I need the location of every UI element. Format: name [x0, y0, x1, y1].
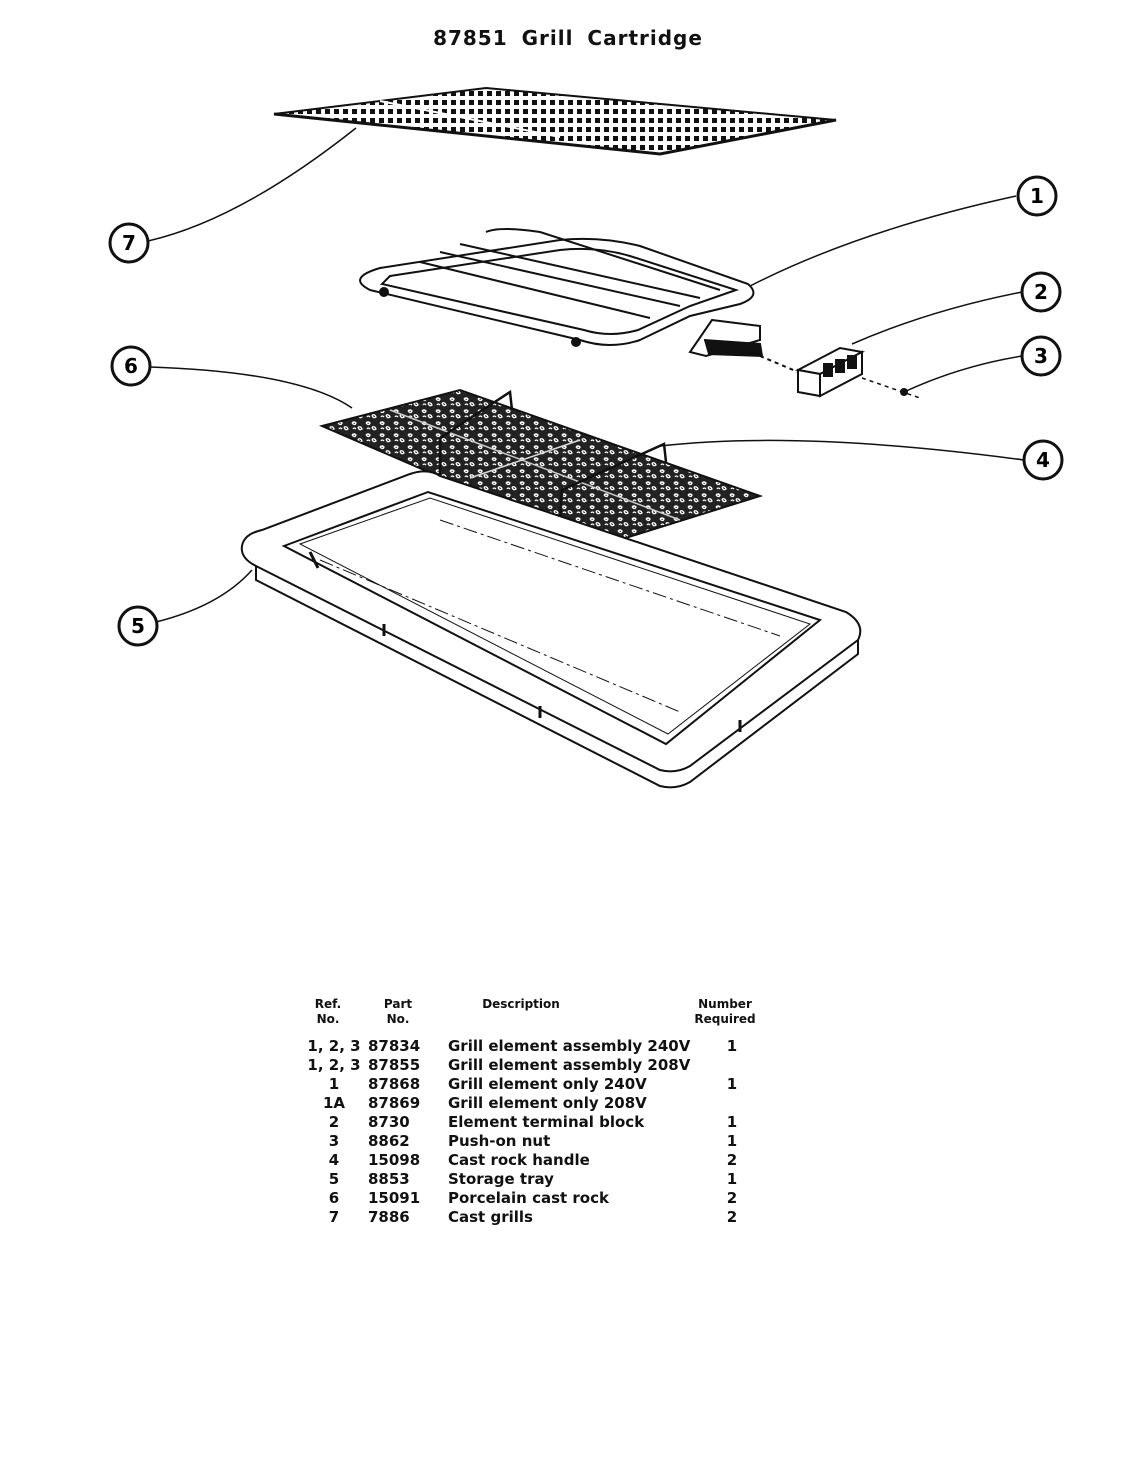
header-description: Description — [482, 997, 560, 1011]
svg-text:4: 4 — [1036, 448, 1050, 472]
exploded-parts-diagram: 7 1 2 3 4 6 5 — [108, 86, 1064, 789]
callout-2: 2 — [1020, 271, 1062, 313]
callout-3: 3 — [1020, 335, 1062, 377]
storage-tray-part — [240, 470, 862, 789]
cast-rock-handle-part — [438, 389, 668, 523]
svg-text:7: 7 — [122, 231, 136, 255]
cast-grills-part — [273, 86, 837, 156]
callout-5: 5 — [117, 605, 159, 647]
svg-text:1: 1 — [1030, 184, 1044, 208]
callout-leader-lines — [147, 127, 1025, 623]
callout-7: 7 — [108, 222, 150, 264]
callout-1: 1 — [1016, 175, 1058, 217]
callout-6: 6 — [110, 345, 152, 387]
svg-text:3: 3 — [1034, 344, 1048, 368]
svg-text:2: 2 — [1034, 280, 1048, 304]
grill-element-part — [359, 228, 764, 358]
terminal-block-part — [759, 346, 866, 398]
svg-text:5: 5 — [131, 614, 145, 638]
page-title: 87851 Grill Cartridge — [433, 26, 703, 50]
header-ref: Ref.No. — [314, 997, 342, 1026]
svg-text:6: 6 — [124, 354, 138, 378]
callout-4: 4 — [1022, 439, 1064, 481]
